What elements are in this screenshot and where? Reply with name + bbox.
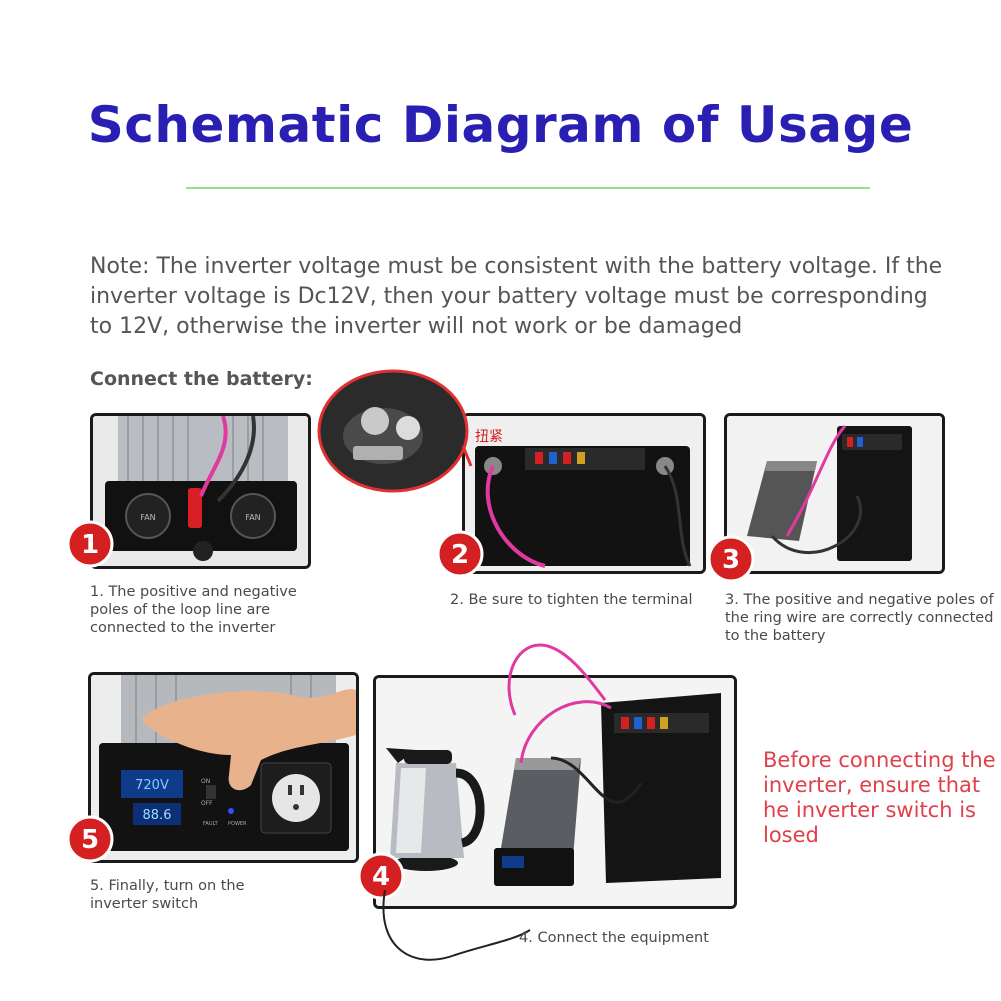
step-5-badge: 5 [66, 815, 114, 863]
power-label: POWER [228, 821, 247, 827]
step-3-badge: 3 [707, 535, 755, 583]
fan-label-right: FAN [245, 513, 260, 522]
section-heading: Connect the battery: [90, 368, 313, 390]
terminal-zoom-bubble [317, 369, 473, 493]
step-5-caption: 5. Finally, turn on the inverter switch [90, 878, 245, 912]
warning-text: Before connecting the inverter, ensure t… [763, 748, 996, 847]
step-4-badge: 4 [357, 852, 405, 900]
title-divider [186, 187, 870, 189]
display-bottom: 88.6 [143, 808, 172, 823]
step-3-photo [724, 413, 945, 574]
step-3-number: 3 [722, 545, 740, 575]
step-1-photo: FAN FAN [90, 413, 311, 569]
step-3-caption: 3. The positive and negative poles of th… [725, 592, 994, 644]
step-2-number: 2 [451, 540, 469, 570]
step-1-number: 1 [81, 530, 99, 560]
power-cable [507, 643, 607, 716]
step-5-number: 5 [81, 825, 99, 855]
fault-label: FAULT [203, 821, 219, 827]
step-4-number: 4 [372, 862, 390, 892]
page-title: Schematic Diagram of Usage [87, 96, 914, 154]
step-2-badge: 2 [436, 530, 484, 578]
step-2-photo: 扭紧 [462, 413, 706, 574]
step-5-photo: 720V 88.6 ON OFF FAULT POWER [88, 672, 359, 863]
step-1-badge: 1 [66, 520, 114, 568]
step-2-caption: 2. Be sure to tighten the terminal [450, 592, 693, 608]
voltage-note: Note: The inverter voltage must be consi… [90, 254, 943, 339]
fan-label-left: FAN [140, 513, 155, 522]
step-4-photo [373, 675, 737, 909]
display-top: 720V [135, 778, 169, 793]
step-1-caption: 1. The positive and negative poles of th… [90, 584, 297, 636]
off-label: OFF [201, 800, 213, 807]
on-label: ON [201, 778, 210, 785]
kettle-cord [382, 889, 531, 961]
step-4-caption: 4. Connect the equipment [519, 930, 709, 946]
tighten-label: 扭紧 [475, 429, 503, 445]
